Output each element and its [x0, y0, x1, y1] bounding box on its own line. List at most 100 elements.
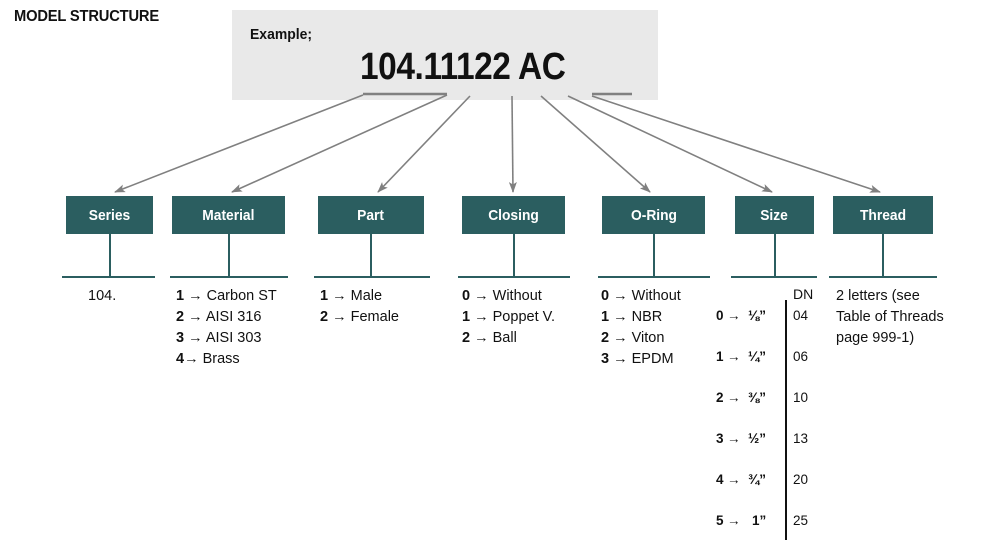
stem-size — [774, 234, 776, 277]
thread-note: 2 letters (see Table of Threads page 999… — [836, 286, 986, 349]
list-item: 3 → AISI 303 — [176, 328, 277, 349]
option-code: 3 — [601, 351, 610, 367]
category-label-oring: O-Ring — [630, 206, 677, 224]
list-item: 2 → AISI 316 — [176, 307, 277, 328]
category-label-material: Material — [202, 206, 255, 224]
rule-thread — [829, 276, 937, 278]
option-value: Poppet V. — [492, 309, 555, 325]
dn-value: 04 — [793, 308, 809, 323]
option-value: 1” — [752, 513, 767, 528]
connector-arrows — [114, 92, 881, 193]
dn-divider — [785, 300, 787, 540]
stem-part — [370, 234, 372, 277]
dn-column-header: DN — [793, 286, 814, 302]
thread-note-line: Table of Threads — [836, 309, 944, 325]
example-label: Example; — [250, 26, 313, 43]
option-code: 1 — [176, 288, 185, 304]
category-label-size: Size — [760, 206, 789, 224]
list-item: 2 → Ball — [462, 328, 555, 349]
dn-value: 20 — [793, 472, 809, 487]
list-item: 3 → EPDM — [601, 349, 681, 370]
option-value: Without — [631, 288, 681, 304]
option-code: 3 — [716, 431, 724, 446]
option-value: ⅛” — [748, 308, 767, 323]
option-code: 0 — [462, 288, 471, 304]
option-code: 5 — [716, 513, 724, 528]
rule-closing — [458, 276, 570, 278]
option-value: Ball — [492, 330, 517, 346]
stem-thread — [882, 234, 884, 277]
rule-series — [62, 276, 155, 278]
arrow-icon: → — [474, 288, 489, 304]
dn-value: 13 — [793, 431, 809, 446]
option-value: ¼” — [748, 349, 767, 364]
list-item: 1 → Male — [320, 286, 399, 307]
arrow-icon: → — [727, 472, 741, 487]
part-options: 1 → Male 2 → Female — [320, 286, 399, 328]
example-panel — [232, 10, 658, 100]
list-item: 0 → Without — [462, 286, 555, 307]
option-code: 2 — [716, 390, 724, 405]
category-box-closing[interactable]: Closing — [462, 196, 565, 234]
dn-values: 04 06 10 13 20 25 — [793, 308, 808, 554]
option-value: Brass — [202, 351, 240, 367]
option-value: AISI 303 — [205, 330, 262, 346]
option-code: 1 — [601, 309, 610, 325]
category-box-oring[interactable]: O-Ring — [602, 196, 705, 234]
thread-note-line: 2 letters (see — [836, 288, 920, 304]
list-item: 2 → Viton — [601, 328, 681, 349]
option-value: ½” — [748, 431, 767, 446]
option-code: 3 — [176, 330, 185, 346]
dn-value: 06 — [793, 349, 809, 364]
option-value: ⅜” — [748, 390, 767, 405]
arrow-icon: → — [613, 288, 628, 304]
option-value: Viton — [631, 330, 665, 346]
dn-value: 25 — [793, 513, 809, 528]
arrow-icon: → — [613, 330, 628, 346]
thread-note-line: page 999-1) — [836, 330, 915, 346]
arrow-icon: → — [188, 309, 203, 325]
list-item: 2 → Female — [320, 307, 399, 328]
arrow-icon: → — [188, 288, 203, 304]
category-box-size[interactable]: Size — [735, 196, 814, 234]
category-label-closing: Closing — [488, 206, 539, 224]
option-value: AISI 316 — [205, 309, 262, 325]
arrow-icon: → — [613, 309, 628, 325]
arrow-icon: → — [613, 351, 628, 367]
dn-value: 10 — [793, 390, 809, 405]
category-box-thread[interactable]: Thread — [833, 196, 933, 234]
option-value: EPDM — [631, 351, 674, 367]
arrow-icon: → — [727, 349, 741, 364]
option-code: 1 — [462, 309, 471, 325]
arrow-icon: → — [727, 513, 741, 528]
rule-part — [314, 276, 430, 278]
category-box-part[interactable]: Part — [318, 196, 424, 234]
category-box-material[interactable]: Material — [172, 196, 285, 234]
option-value: Female — [350, 309, 399, 325]
stem-material — [228, 234, 230, 277]
category-box-series[interactable]: Series — [66, 196, 153, 234]
option-code: 1 — [320, 288, 329, 304]
option-code: 2 — [176, 309, 185, 325]
option-value: NBR — [631, 309, 663, 325]
page-title: MODEL STRUCTURE — [14, 8, 160, 25]
option-value: Male — [350, 288, 383, 304]
stem-closing — [513, 234, 515, 277]
arrow-icon: → — [332, 288, 347, 304]
stem-series — [109, 234, 111, 277]
option-code: 4 — [716, 472, 724, 487]
list-item: 1 → Poppet V. — [462, 307, 555, 328]
option-code: 0 — [716, 308, 724, 323]
option-code: 1 — [716, 349, 724, 364]
category-label-part: Part — [357, 206, 385, 224]
arrow-icon: → — [474, 330, 489, 346]
rule-material — [170, 276, 288, 278]
rule-size — [731, 276, 817, 278]
arrow-icon: → — [727, 390, 741, 405]
list-item: 1 → NBR — [601, 307, 681, 328]
option-value: ¾” — [748, 472, 767, 487]
option-code: 2 — [462, 330, 471, 346]
material-options: 1 → Carbon ST 2 → AISI 316 3 → AISI 303 … — [176, 286, 277, 370]
category-label-series: Series — [88, 206, 131, 224]
